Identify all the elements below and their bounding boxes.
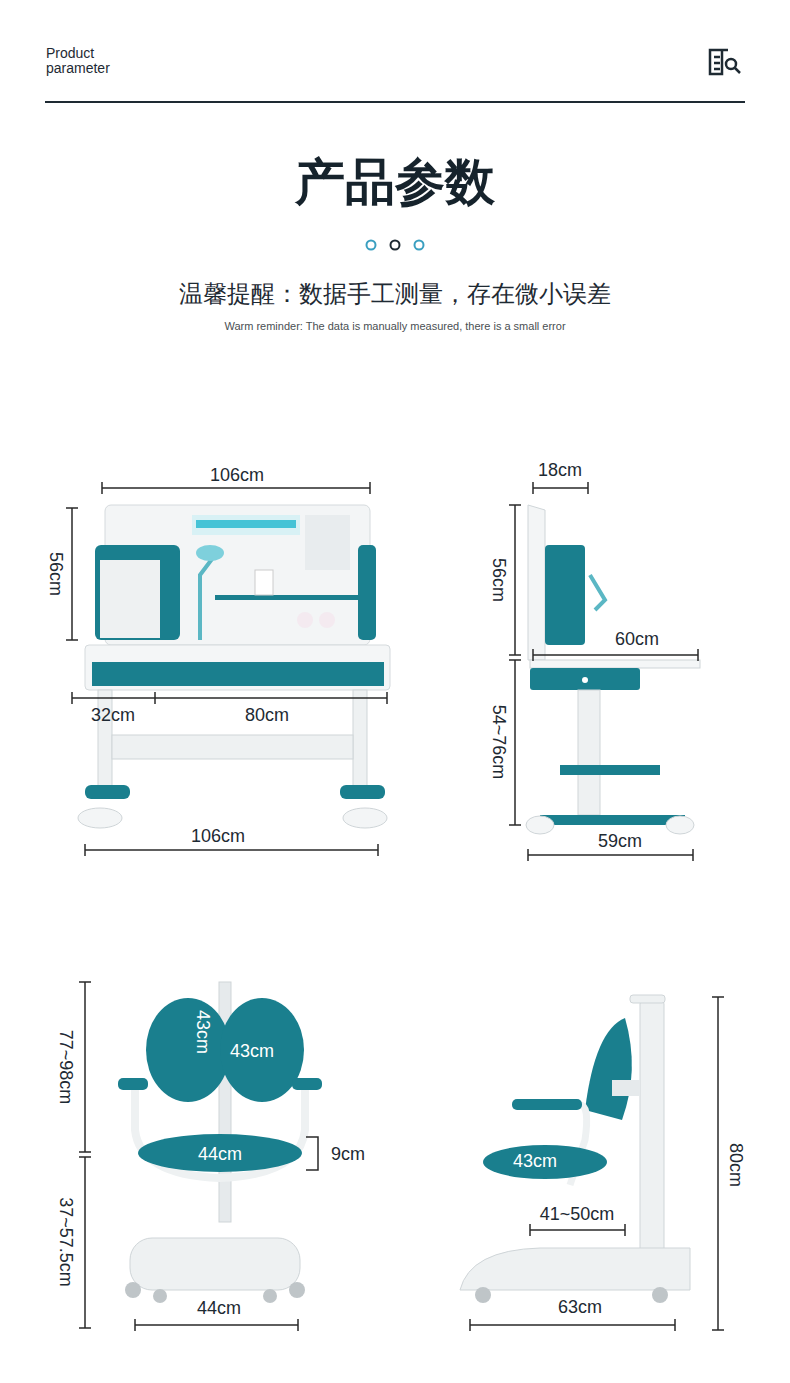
dimension: 44cm [197,1298,241,1319]
desk-side [526,505,700,834]
dimension: 56cm [489,558,510,602]
dimension: 54~76cm [489,705,510,780]
dimension: 106cm [210,465,264,486]
chair-front [118,982,322,1303]
dimension: 59cm [598,831,642,852]
chair-side [460,995,690,1303]
dimension: 32cm [91,705,135,726]
dimension: 80cm [245,705,289,726]
dimension: 43cm [230,1041,274,1062]
dimension: 63cm [558,1297,602,1318]
dimension: 77~98cm [56,1030,77,1105]
dimension-lines [66,482,724,1331]
dimension: 106cm [191,826,245,847]
dimension: 60cm [615,629,659,650]
dimension: 43cm [513,1151,557,1172]
dimension: 18cm [538,460,582,481]
dimension: 43cm [193,1010,214,1054]
dimension: 41~50cm [540,1204,615,1225]
reminder-english: Warm reminder: The data is manually meas… [224,320,565,333]
doc-icon [710,50,740,74]
header-label: Product parameter [46,46,128,75]
dimension: 56cm [46,552,67,596]
reminder-text: 温馨提醒：数据手工测量，存在微小误差 [179,280,611,308]
dimension: 9cm [331,1144,365,1165]
dimension: 44cm [198,1144,242,1165]
desk-front [78,505,390,828]
page-title: 产品参数 [295,154,495,212]
dimension: 37~57.5cm [56,1197,77,1287]
dimension: 80cm [726,1143,747,1187]
